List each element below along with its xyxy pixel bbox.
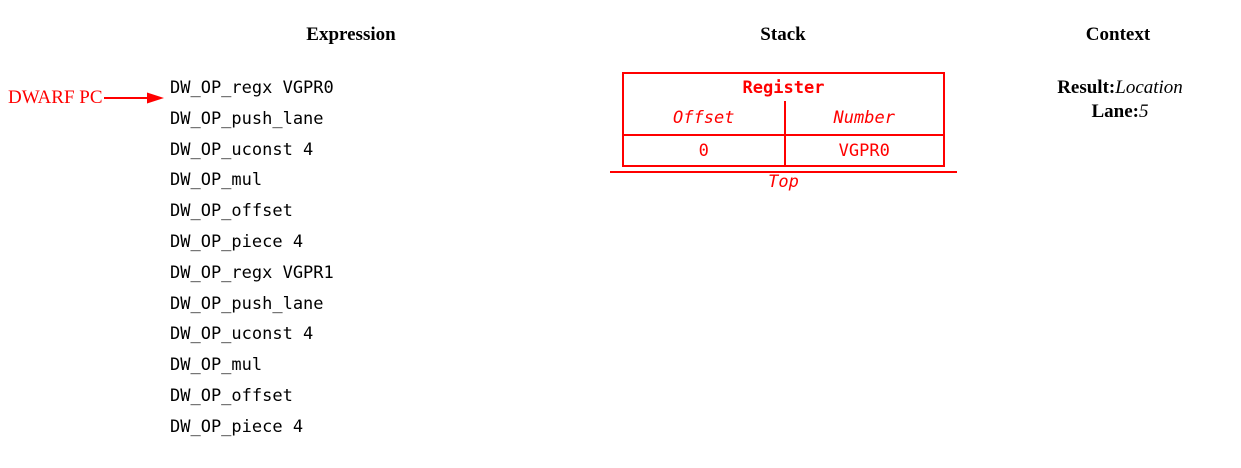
expression-line: DW_OP_push_lane	[170, 108, 324, 129]
expression-line: DW_OP_uconst 4	[170, 139, 314, 160]
context-row-lane: Lane:5	[1020, 100, 1220, 124]
arrow-right-icon	[103, 92, 164, 104]
stack-entry-title: Register	[742, 77, 825, 98]
expression-line: DW_OP_mul	[170, 355, 263, 376]
expression-line: DW_OP_piece 4	[170, 231, 304, 252]
context-value-result: Location	[1115, 77, 1183, 98]
stack-entry-title-row: Register	[624, 74, 943, 101]
stack-column-header-offset: Offset	[673, 107, 735, 128]
column-header-stack: Stack	[760, 24, 806, 45]
stack-column-header-number: Number	[783, 101, 944, 134]
stack-entry-header-row: Offset Number	[624, 101, 943, 134]
expression-line: DW_OP_piece 4	[170, 416, 304, 437]
expression-line: DW_OP_push_lane	[170, 293, 324, 314]
expression-listing: DW_OP_regx VGPR0 DW_OP_push_lane DW_OP_u…	[170, 73, 590, 443]
expression-line: DW_OP_regx VGPR0	[170, 78, 334, 98]
stack-value-number: VGPR0	[783, 136, 944, 165]
stack-top-label: Top	[768, 172, 799, 192]
expression-line: DW_OP_regx VGPR1	[170, 262, 334, 283]
expression-line: DW_OP_mul	[170, 170, 263, 191]
expression-line: DW_OP_uconst 4	[170, 324, 314, 345]
expression-line: DW_OP_offset	[170, 385, 293, 406]
stack-entry-box: Register Offset Number 0 VGPR0	[622, 72, 945, 167]
context-block: Result:Location Lane:5	[1020, 76, 1220, 124]
stack-entry-value-row: 0 VGPR0	[624, 134, 943, 165]
expression-line: DW_OP_offset	[170, 201, 293, 222]
context-key-result: Result:	[1057, 77, 1116, 98]
column-header-expression: Expression	[306, 24, 396, 45]
dwarf-pc-label: DWARF PC	[8, 87, 103, 108]
dwarf-pc-annotation: DWARF PC	[8, 87, 166, 109]
stack-top-rule	[610, 171, 957, 173]
context-row-result: Result:Location	[1020, 76, 1220, 100]
stack-value-offset: 0	[698, 140, 709, 161]
column-header-context: Context	[1085, 24, 1151, 45]
context-key-lane: Lane:	[1091, 101, 1140, 122]
context-value-lane: 5	[1139, 101, 1149, 122]
